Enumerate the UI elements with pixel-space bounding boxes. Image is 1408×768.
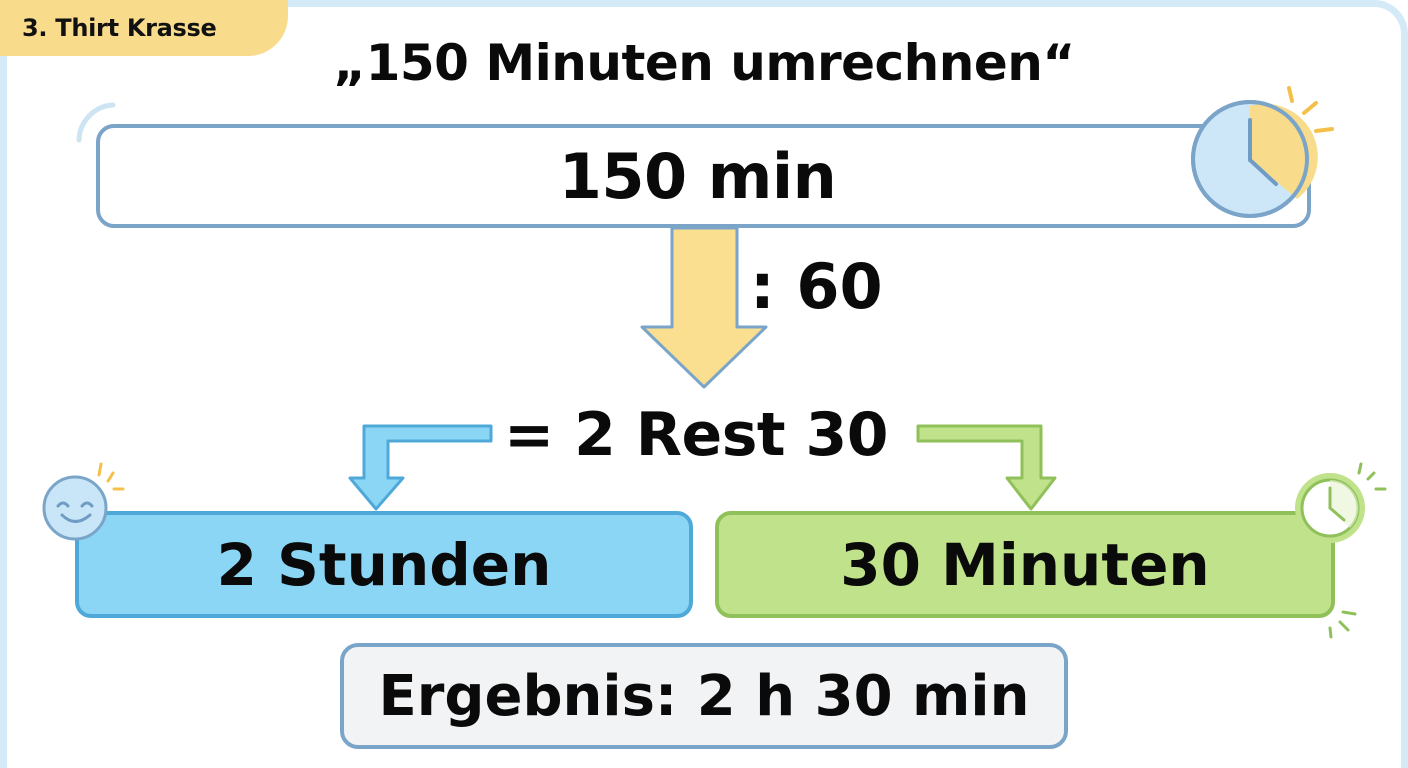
start-value: 150 min bbox=[558, 139, 837, 213]
final-result-box: Ergebnis: 2 h 30 min bbox=[340, 643, 1068, 749]
hours-result: 2 Stunden bbox=[216, 530, 552, 599]
division-operation: : 60 bbox=[750, 250, 883, 323]
hours-result-box: 2 Stunden bbox=[75, 511, 693, 618]
grade-label: 3. Thirt Krasse bbox=[22, 14, 217, 42]
page-title: „150 Minuten umrechnen“ bbox=[333, 34, 1075, 92]
final-result: Ergebnis: 2 h 30 min bbox=[378, 663, 1030, 729]
minutes-result: 30 Minuten bbox=[840, 530, 1210, 599]
minutes-result-box: 30 Minuten bbox=[715, 511, 1335, 618]
division-result: = 2 Rest 30 bbox=[504, 400, 888, 470]
grade-badge: 3. Thirt Krasse bbox=[0, 0, 288, 56]
